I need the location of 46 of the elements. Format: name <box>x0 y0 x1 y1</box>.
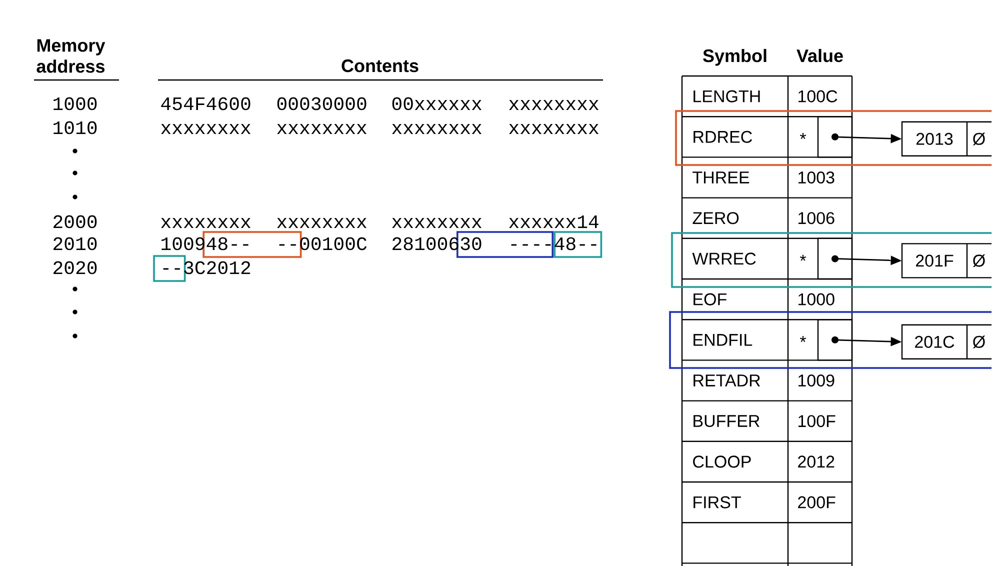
memory-word: xxxxxxxx <box>161 218 251 228</box>
value-cell: * <box>800 336 806 342</box>
memory-word: xxxxxxxx <box>277 124 367 134</box>
value-cell: 200F <box>798 496 836 508</box>
memory-word: xxxxxxxx <box>509 124 599 134</box>
value-cell: 2012 <box>798 456 834 468</box>
column-header: Memory address <box>36 39 106 73</box>
value-cell: 100F <box>798 415 836 428</box>
memory-address: 1010 <box>54 121 97 134</box>
memory-word: xxxxxxxx <box>392 124 482 134</box>
symbol-cell: THREE <box>692 172 750 184</box>
symbol-cell: ENDFIL <box>694 334 752 346</box>
symbol-cell: EOF <box>694 293 726 306</box>
symbol-cell: CLOOP <box>693 456 751 468</box>
column-header: Symbol <box>703 48 766 66</box>
memory-address: 2000 <box>54 215 97 228</box>
pointer-cell <box>817 116 853 158</box>
symbol-cell: RETADR <box>694 374 760 386</box>
memory-word: xxxxxxxx <box>277 218 367 228</box>
memory-address: 2010 <box>54 237 97 250</box>
symbol-cell: FIRST <box>694 496 741 508</box>
column-header: Contents <box>342 59 418 72</box>
memory-word: xxxxxxxx <box>392 218 482 228</box>
list-node-box: 201C Ø <box>901 324 992 360</box>
memory-word: xxxxxx14 <box>509 215 598 228</box>
memory-word: 00xxxxxx <box>392 97 482 110</box>
symbol-cell: WRREC <box>692 252 756 265</box>
memory-word: xxxxxxxx <box>509 100 599 110</box>
value-cell: 1000 <box>798 293 834 306</box>
memory-address: 1000 <box>54 97 97 110</box>
symbol-cell: ZERO <box>692 212 739 224</box>
value-cell: 100C <box>798 90 838 102</box>
value-cell: * <box>800 133 806 139</box>
pointer-cell <box>817 238 853 280</box>
memory-word: xxxxxxxx <box>161 124 251 134</box>
memory-address: 2020 <box>54 261 97 274</box>
value-cell: 1003 <box>798 171 834 184</box>
pointer-cell <box>817 319 853 361</box>
memory-word: 454F4600 <box>161 97 250 110</box>
list-node-box: 201F Ø <box>901 243 992 278</box>
value-cell: * <box>800 254 806 261</box>
column-header: Value <box>796 48 843 62</box>
symbol-cell: BUFFER <box>694 415 760 428</box>
memory-word: 00030000 <box>277 97 366 110</box>
list-node-box: 2013 Ø <box>901 121 992 156</box>
symbol-cell: RDREC <box>694 130 752 143</box>
